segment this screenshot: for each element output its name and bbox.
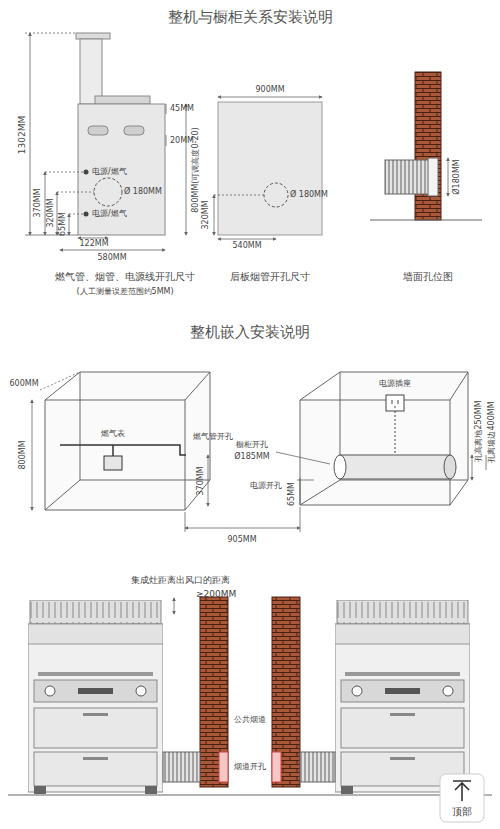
dimension-label: 孔离墙边400MM [487, 401, 496, 462]
dimension-label: 电源/燃气 [92, 167, 127, 176]
dimension-label: Ø185MM [234, 452, 269, 461]
dimension-label: ≥200MM [196, 589, 236, 599]
button-label: 顶部 [452, 806, 472, 818]
dimension-label: 墙面孔位图 [403, 271, 453, 283]
dimension-label: 集成灶距离出风口的距离 [131, 575, 230, 585]
dimension-label: Ø 180MM [290, 190, 328, 199]
dimension-label: 公共烟道 [234, 715, 266, 724]
dimension-label: 燃气管、烟管、电源线开孔尺寸 [55, 271, 195, 283]
dimension-label: 320MM [201, 200, 210, 229]
dimension-label: 65MM [58, 212, 67, 236]
dimension-label: 370MM [196, 466, 205, 495]
dimension-label: 电源/燃气 [92, 209, 127, 218]
dimension-label: 电源插座 [379, 379, 411, 388]
dimension-label: 橱柜开孔 [236, 440, 268, 449]
dimension-label: 580MM [97, 253, 126, 262]
page-title: 整机与橱柜关系安装说明 [168, 9, 333, 26]
dimension-label: 370MM [33, 188, 42, 217]
dimension-label: 燃气管开孔 [193, 432, 233, 441]
dimension-label: 540MM [232, 241, 261, 250]
dimension-label: 后板烟管开孔尺寸 [230, 271, 310, 283]
dimension-label: 烟道开孔 [234, 762, 266, 771]
dimension-label: 600MM [9, 379, 38, 388]
dimension-label: 800MM(可调高度0-20) [191, 127, 200, 212]
dimension-label: 320MM [46, 198, 55, 227]
dimension-label: 65MM [287, 482, 296, 506]
dimension-label: (人工测量误差范围约5MM) [76, 287, 173, 296]
dimension-label: 1302MM [17, 116, 27, 154]
dimension-label: 电源开孔 [250, 481, 282, 490]
dimension-label: 20MM [170, 136, 194, 145]
dimension-label: 孔高离地250MM [474, 400, 483, 461]
dimension-label: Ø180MM [452, 159, 461, 194]
dimension-label: 800MM [18, 440, 27, 469]
dimension-label: 900MM [255, 85, 284, 94]
dimension-label: 905MM [227, 535, 256, 544]
section-heading: 整机嵌入安装说明 [190, 324, 310, 341]
dimension-label: 45MM [170, 104, 194, 113]
dimension-label: 122MM [79, 239, 108, 248]
dimension-label: Ø 180MM [124, 187, 162, 196]
dimension-label: 燃气表 [101, 429, 125, 438]
